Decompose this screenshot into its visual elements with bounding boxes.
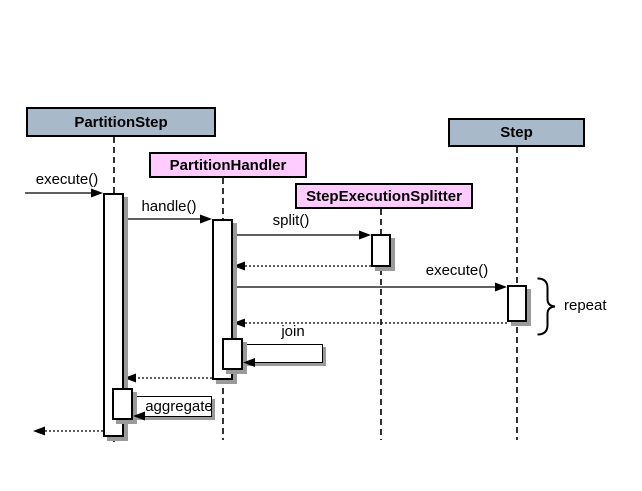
arrowhead-execute-icon	[91, 188, 103, 198]
self-loop-join	[233, 344, 323, 363]
participant-stepexecutionsplitter: StepExecutionSplitter	[295, 183, 473, 209]
activation-aggregate-nested	[112, 388, 133, 420]
return-arrowhead-execute-step-icon	[233, 318, 245, 328]
participant-step: Step	[448, 118, 585, 147]
message-label-execute-step: execute()	[425, 262, 489, 279]
activation-join-nested	[222, 338, 243, 370]
return-arrowhead-split-icon	[233, 261, 245, 271]
arrowhead-execute-step-icon	[495, 282, 507, 292]
message-label-aggregate: aggregate	[145, 398, 213, 415]
return-arrowhead-handle-icon	[124, 373, 136, 383]
participant-partitionstep: PartitionStep	[26, 107, 216, 137]
message-label-join: join	[281, 323, 305, 340]
return-arrowhead-execute-icon	[33, 426, 45, 436]
message-label-handle: handle()	[141, 198, 197, 215]
activation-partitionstep	[103, 193, 124, 437]
activation-step	[507, 285, 527, 322]
repeat-brace-icon	[537, 277, 556, 336]
arrowhead-split-icon	[359, 230, 371, 240]
activation-stepexecutionsplitter	[371, 234, 391, 267]
message-label-split: split()	[272, 212, 310, 229]
annotation-repeat-label: repeat	[564, 297, 607, 314]
participant-partitionhandler: PartitionHandler	[149, 152, 307, 178]
message-label-execute: execute()	[35, 171, 99, 188]
